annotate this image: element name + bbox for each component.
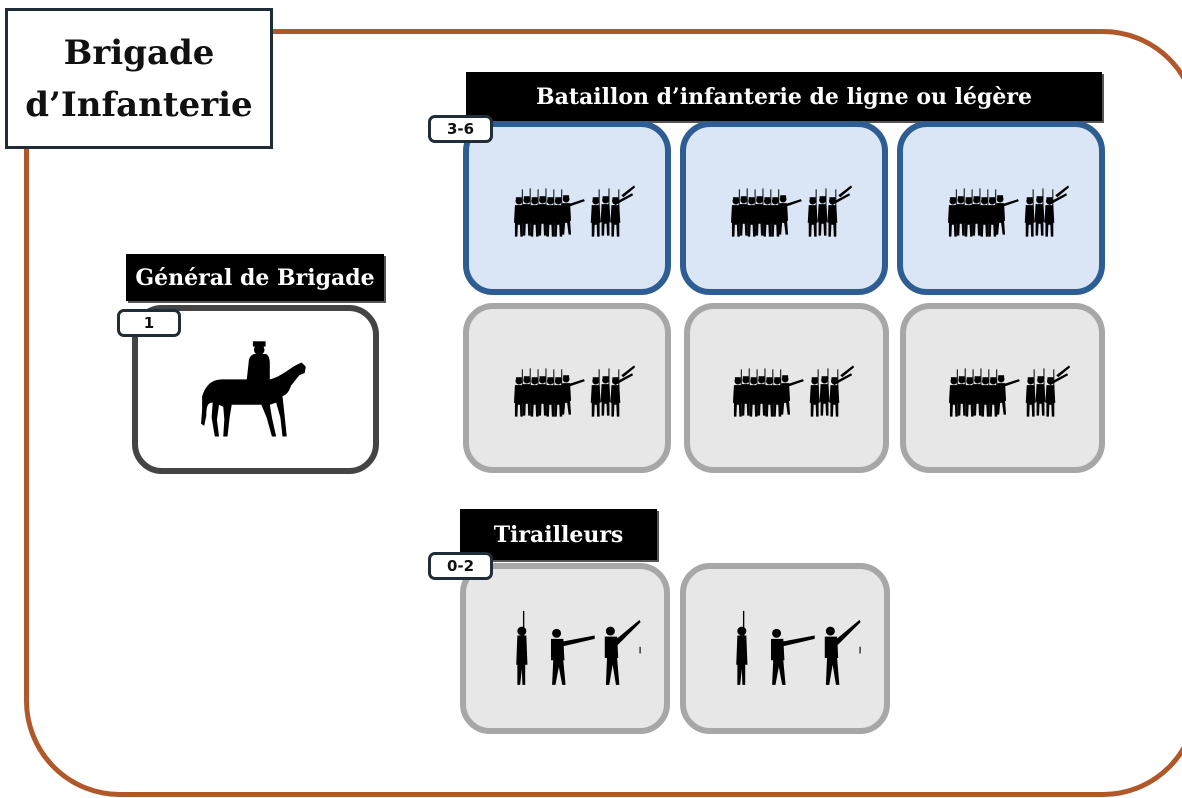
battalion-card-required-2 (680, 121, 888, 295)
title-line-1: Brigade (63, 32, 215, 73)
battalion-count-badge: 3-6 (428, 115, 493, 143)
general-banner: Général de Brigade (126, 254, 384, 301)
infantry-line-icon (730, 347, 858, 435)
infantry-line-icon (945, 167, 1073, 255)
battalion-card-optional-1 (463, 303, 671, 473)
battalion-banner: Bataillon d’infanterie de ligne ou légèr… (466, 72, 1102, 121)
battalion-card-optional-3 (900, 303, 1105, 473)
battalion-card-required-3 (897, 121, 1105, 295)
diagram-frame (24, 29, 1182, 797)
infantry-line-icon (728, 167, 856, 255)
general-count-badge: 1 (117, 309, 181, 337)
title-line-2: d’Infanterie (25, 84, 253, 125)
battalion-card-optional-2 (684, 303, 889, 473)
infantry-line-icon (511, 167, 639, 255)
diagram-title: Brigade d’Infanterie (5, 8, 273, 149)
skirmisher-icon (516, 610, 641, 685)
skirmisher-icon (736, 610, 861, 685)
skirmisher-card-1 (460, 563, 670, 734)
skirmisher-card-2 (680, 563, 890, 734)
skirmishers-count-badge: 0-2 (428, 552, 493, 580)
skirmishers-banner: Tirailleurs (460, 509, 657, 560)
battalion-card-required-1 (463, 121, 671, 295)
infantry-line-icon (511, 347, 639, 435)
infantry-line-icon (946, 347, 1074, 435)
mounted-general-icon (201, 341, 306, 437)
